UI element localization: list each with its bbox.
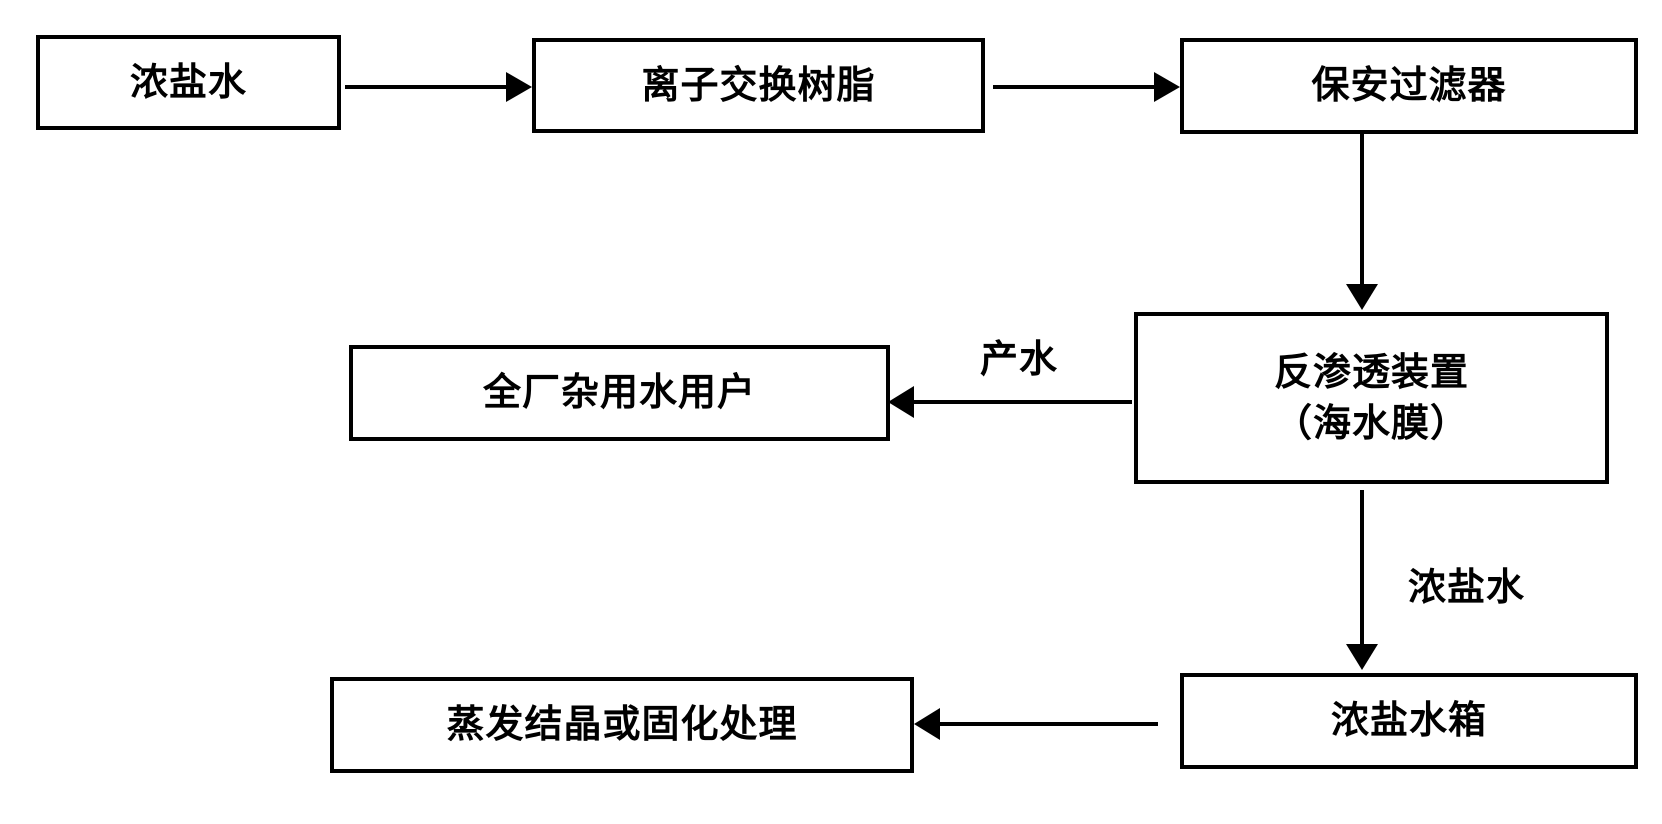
node-brine-input: 浓盐水 xyxy=(36,35,341,130)
arrowhead-ion-exchange-to-filter xyxy=(1154,72,1180,102)
arrowhead-filter-to-ro xyxy=(1346,284,1378,310)
node-plant-water-users: 全厂杂用水用户 xyxy=(349,345,890,441)
node-evaporation-crystallization: 蒸发结晶或固化处理 xyxy=(330,677,914,773)
node-plant-water-users-label: 全厂杂用水用户 xyxy=(482,370,756,415)
arrowhead-tank-to-evaporation xyxy=(914,708,940,740)
edge-label-product-water: 产水 xyxy=(980,337,1059,381)
node-ro-unit: 反渗透装置 （海水膜） xyxy=(1134,312,1609,484)
node-ro-unit-label: 反渗透装置 xyxy=(1273,349,1469,394)
node-ion-exchange-resin-label: 离子交换树脂 xyxy=(641,62,876,107)
node-evaporation-crystallization-label: 蒸发结晶或固化处理 xyxy=(446,702,798,747)
node-cartridge-filter-label: 保安过滤器 xyxy=(1311,63,1507,108)
edge-label-concentrate: 浓盐水 xyxy=(1408,565,1526,609)
arrowhead-ro-to-users xyxy=(888,386,914,418)
node-cartridge-filter: 保安过滤器 xyxy=(1180,38,1638,134)
arrowhead-brine-to-ion-exchange xyxy=(506,72,532,102)
arrowhead-ro-to-brine-tank xyxy=(1346,644,1378,670)
node-brine-tank-label: 浓盐水箱 xyxy=(1330,698,1487,743)
node-brine-input-label: 浓盐水 xyxy=(129,59,247,104)
node-ion-exchange-resin: 离子交换树脂 xyxy=(532,38,985,133)
node-brine-tank: 浓盐水箱 xyxy=(1180,673,1638,769)
node-ro-unit-sublabel: （海水膜） xyxy=(1273,401,1469,445)
